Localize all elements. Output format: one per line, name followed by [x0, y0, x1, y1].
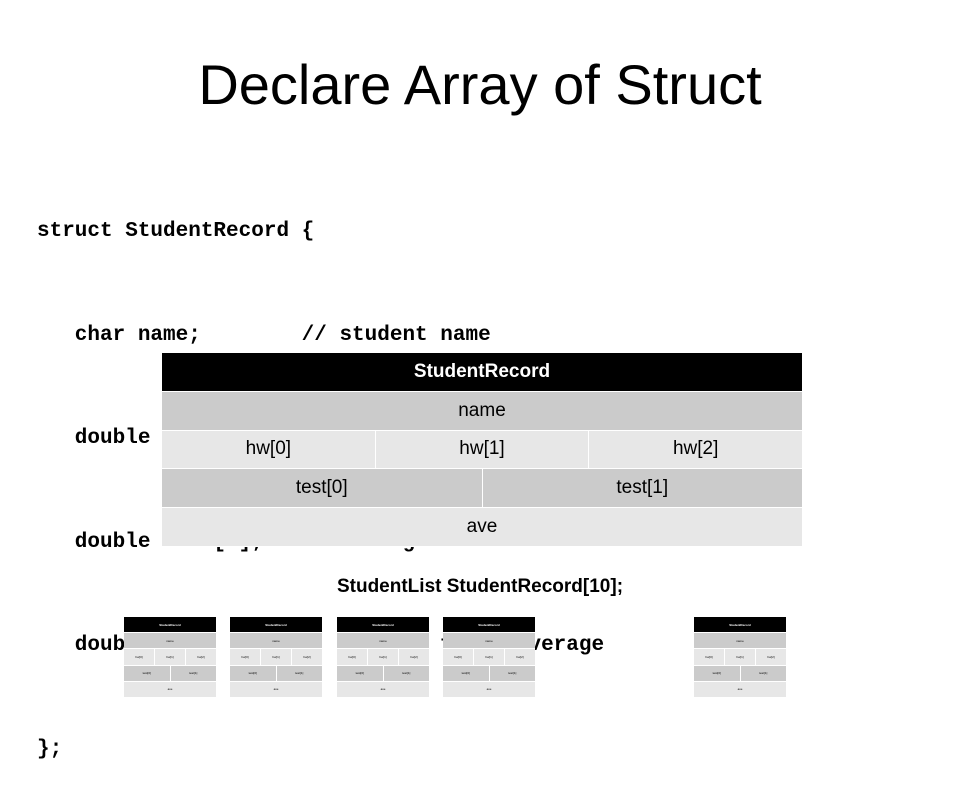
- mini-hw-cell: hw[1]: [367, 649, 398, 665]
- mini-ave-cell: ave: [167, 687, 173, 692]
- mini-hw-cell: hw[1]: [154, 649, 185, 665]
- mini-header-cell: StudentRecord: [478, 622, 500, 627]
- mini-header-row: StudentRecord: [230, 617, 322, 634]
- mini-test-cell: test[1]: [488, 665, 536, 681]
- mini-test-cell: test[0]: [248, 671, 257, 676]
- mini-test-row: test[0] test[1]: [337, 665, 430, 682]
- mini-hw-cell: hw[0]: [348, 654, 356, 659]
- hw-cell: hw[1]: [374, 430, 589, 469]
- mini-hw-row: hw[0] hw[1] hw[2]: [124, 649, 216, 666]
- mini-name-row: name: [694, 633, 786, 650]
- array-declaration-caption: StudentList StudentRecord[10];: [336, 576, 624, 597]
- mini-header-cell: StudentRecord: [159, 622, 181, 627]
- mini-header-cell: StudentRecord: [372, 622, 394, 627]
- mini-test-cell: test[1]: [382, 665, 430, 681]
- mini-ave-row: ave: [443, 681, 535, 698]
- mini-hw-cell: hw[1]: [724, 649, 755, 665]
- mini-name-row: name: [337, 633, 429, 650]
- mini-test-cell: test[0]: [142, 671, 151, 676]
- table-header-row: StudentRecord: [162, 353, 802, 392]
- mini-ave-cell: ave: [273, 687, 279, 692]
- mini-test-cell: test[1]: [275, 665, 323, 681]
- mini-header-row: StudentRecord: [443, 617, 535, 634]
- code-line: };: [37, 737, 63, 761]
- test-cell: test[1]: [481, 469, 803, 508]
- mini-header-cell: StudentRecord: [729, 622, 751, 627]
- mini-name-cell: name: [736, 638, 744, 643]
- mini-header-cell: StudentRecord: [265, 622, 287, 627]
- code-line: char name; // student name: [37, 323, 491, 347]
- mini-test-cell: test[0]: [355, 671, 364, 676]
- mini-hw-row: hw[0] hw[1] hw[2]: [443, 649, 535, 666]
- hw-cell: hw[2]: [588, 430, 802, 469]
- hw-cell: hw[0]: [245, 438, 292, 460]
- mini-test-cell: test[0]: [712, 671, 721, 676]
- mini-test-cell: test[1]: [169, 665, 217, 681]
- test-row: test[0] test[1]: [162, 469, 803, 509]
- table-header-cell: StudentRecord: [413, 360, 551, 382]
- code-line: struct StudentRecord {: [37, 220, 315, 243]
- mini-test-cell: test[1]: [739, 665, 787, 681]
- mini-ave-cell: ave: [737, 687, 743, 692]
- mini-name-cell: name: [379, 638, 387, 643]
- mini-hw-row: hw[0] hw[1] hw[2]: [337, 649, 429, 666]
- mini-name-cell: name: [272, 638, 280, 643]
- mini-ave-row: ave: [230, 681, 322, 698]
- mini-test-cell: test[0]: [461, 671, 470, 676]
- mini-hw-cell: hw[1]: [260, 649, 291, 665]
- mini-hw-row: hw[0] hw[1] hw[2]: [230, 649, 322, 666]
- mini-hw-cell: hw[2]: [185, 649, 216, 665]
- mini-name-cell: name: [166, 638, 174, 643]
- mini-name-row: name: [230, 633, 322, 650]
- slide-title: Declare Array of Struct: [198, 53, 762, 116]
- mini-hw-cell: hw[0]: [705, 654, 713, 659]
- mini-hw-row: hw[0] hw[1] hw[2]: [694, 649, 786, 666]
- mini-test-row: test[0] test[1]: [694, 665, 787, 682]
- mini-hw-cell: hw[2]: [398, 649, 429, 665]
- mini-name-row: name: [443, 633, 535, 650]
- hw-row: hw[0] hw[1] hw[2]: [162, 430, 802, 470]
- mini-hw-cell: hw[1]: [473, 649, 504, 665]
- mini-record-table: StudentRecord name hw[0] hw[1] hw[2] tes…: [443, 617, 535, 698]
- mini-header-row: StudentRecord: [694, 617, 786, 634]
- mini-test-row: test[0] test[1]: [230, 665, 323, 682]
- mini-record-table: StudentRecord name hw[0] hw[1] hw[2] tes…: [124, 617, 216, 698]
- mini-ave-row: ave: [337, 681, 429, 698]
- student-record-table: StudentRecord name hw[0] hw[1] hw[2] tes…: [162, 353, 802, 547]
- test-cell: test[0]: [295, 477, 348, 499]
- mini-test-row: test[0] test[1]: [124, 665, 217, 682]
- mini-header-row: StudentRecord: [124, 617, 216, 634]
- mini-hw-cell: hw[0]: [241, 654, 249, 659]
- mini-test-row: test[0] test[1]: [443, 665, 536, 682]
- mini-record-table: StudentRecord name hw[0] hw[1] hw[2] tes…: [337, 617, 429, 698]
- mini-header-row: StudentRecord: [337, 617, 429, 634]
- mini-record-table: StudentRecord name hw[0] hw[1] hw[2] tes…: [694, 617, 786, 698]
- name-cell: name: [458, 399, 506, 421]
- mini-hw-cell: hw[0]: [454, 654, 462, 659]
- mini-ave-row: ave: [694, 681, 786, 698]
- mini-hw-cell: hw[0]: [135, 654, 143, 659]
- mini-ave-cell: ave: [486, 687, 492, 692]
- mini-hw-cell: hw[2]: [755, 649, 786, 665]
- mini-ave-cell: ave: [380, 687, 386, 692]
- mini-hw-cell: hw[2]: [291, 649, 322, 665]
- mini-record-table: StudentRecord name hw[0] hw[1] hw[2] tes…: [230, 617, 322, 698]
- mini-name-cell: name: [485, 638, 493, 643]
- ave-row: ave: [162, 508, 802, 547]
- ave-cell: ave: [466, 516, 498, 538]
- mini-hw-cell: hw[2]: [504, 649, 535, 665]
- mini-name-row: name: [124, 633, 216, 650]
- name-row: name: [162, 391, 802, 431]
- mini-ave-row: ave: [124, 681, 216, 698]
